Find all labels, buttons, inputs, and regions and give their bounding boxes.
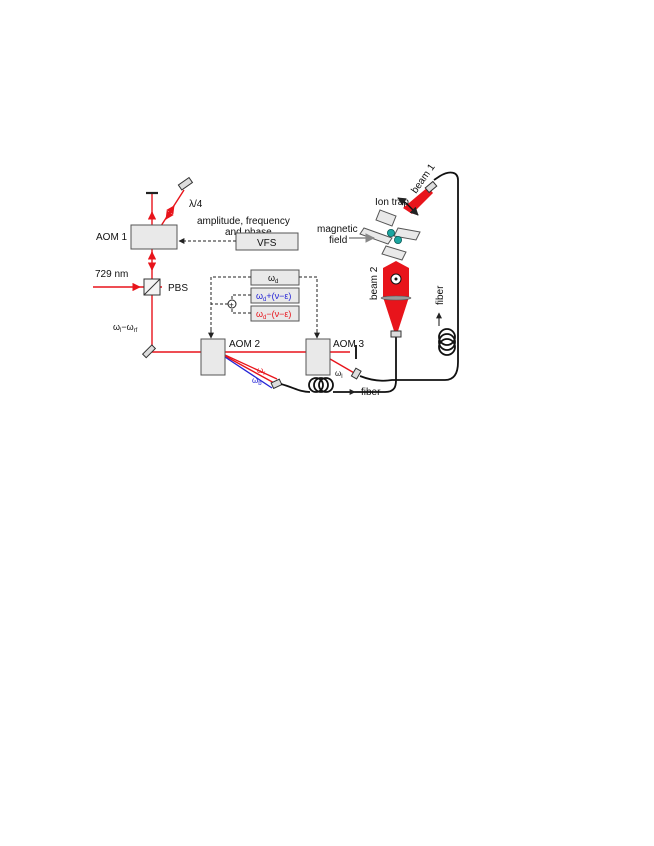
- rf-adder-plus: +: [229, 301, 234, 310]
- beam2-lens: [380, 295, 412, 301]
- omega-l-minus-rf-label: ωl−ωrf: [113, 322, 138, 334]
- rf-links: [210, 276, 318, 336]
- lower-mirror: [141, 344, 157, 359]
- pbs-label: PBS: [168, 283, 188, 294]
- lambda4-waveplate: [177, 176, 194, 191]
- rf-adder: [227, 299, 237, 309]
- fiber-label-right: fiber: [435, 285, 446, 305]
- omega-d-label: ωd: [268, 273, 278, 285]
- amplitude-label-line1: amplitude, frequency: [197, 216, 290, 227]
- magnetic-field-label-line2: field: [329, 235, 347, 246]
- vfs-label: VFS: [257, 238, 277, 249]
- ion-trap: [359, 209, 421, 261]
- omega-r-label: ωr: [257, 366, 265, 377]
- fiber-coupler-aom3: [350, 367, 362, 380]
- pbs-cube: [143, 278, 161, 296]
- magnetic-field-label-line1: magnetic: [317, 224, 358, 235]
- laser-wavelength-label: 729 nm: [95, 269, 128, 280]
- aom2-label: AOM 2: [229, 339, 261, 350]
- beam1: [397, 180, 438, 216]
- omega-b-label: ωb: [252, 376, 262, 387]
- aom3-box: [305, 338, 331, 376]
- aom1-label: AOM 1: [96, 232, 128, 243]
- blue-sideband-beam: [224, 356, 273, 389]
- ion-trap-label: Ion trap: [375, 197, 409, 208]
- ion-1: [386, 228, 395, 237]
- ion-2: [393, 235, 402, 244]
- aom2-box: [200, 338, 226, 376]
- aom1-box: [130, 224, 178, 250]
- omega-d-plus-label: ωd+(ν−ε): [256, 291, 291, 303]
- beam2-coupler: [390, 330, 402, 338]
- fibers: [280, 171, 459, 393]
- beam1-label: beam 1: [409, 162, 437, 196]
- omega-d-minus-label: ωd−(ν−ε): [256, 309, 291, 321]
- lambda4-label: λ/4: [189, 199, 203, 210]
- beam2-label: beam 2: [369, 266, 380, 300]
- fiber-label-bottom: fiber: [361, 387, 381, 398]
- fiber-coupler-bottom: [270, 378, 283, 390]
- omega-l-label: ωl: [335, 369, 343, 380]
- red-sideband-beam: [224, 354, 278, 380]
- beam2: [380, 261, 412, 338]
- beam1-direction-arrow: [397, 197, 407, 206]
- beam1-coupler: [424, 180, 438, 194]
- aom3-label: AOM 3: [333, 339, 365, 350]
